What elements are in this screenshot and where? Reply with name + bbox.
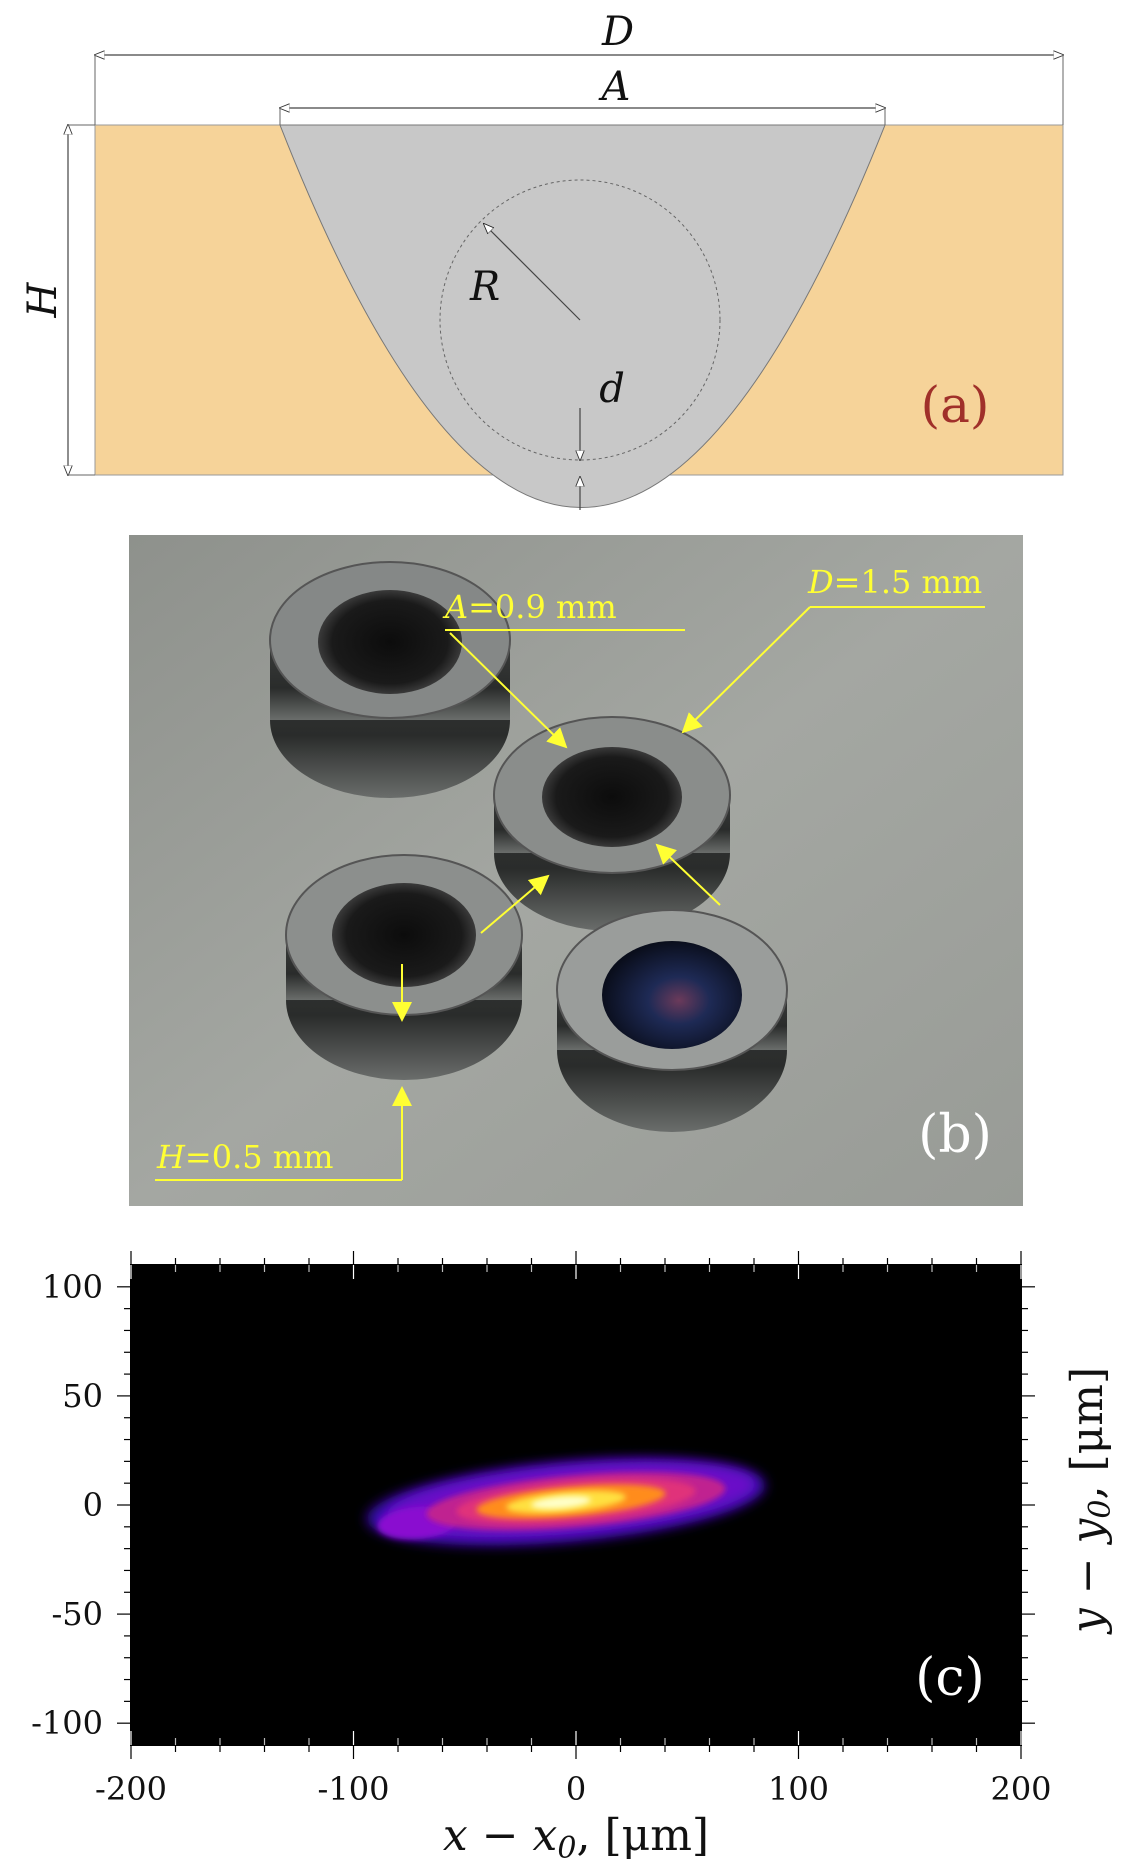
y-tick-label: 0: [83, 1486, 103, 1524]
y-tick-label: -50: [51, 1595, 103, 1633]
x-axis-label: x − x0, [μm]: [443, 1810, 709, 1866]
anno-A-value: =0.9 mm: [468, 588, 617, 626]
y-axis-label-main: y − y: [1062, 1517, 1113, 1635]
dim-A-label: A: [598, 64, 631, 110]
x-axis-label-sub: 0: [557, 1831, 576, 1866]
y-axis-label-sub: 0: [1083, 1499, 1118, 1518]
y-axis-label-unit: , [μm]: [1062, 1367, 1113, 1500]
spot-layer-8: [531, 1495, 591, 1509]
anno-H-value: =0.5 mm: [185, 1138, 334, 1176]
anno-A-inner-arrow-left: [480, 874, 550, 934]
anno-H-text: H=0.5 mm: [156, 1138, 333, 1176]
anno-D-text: D=1.5 mm: [807, 563, 982, 601]
x-tick-label: -100: [318, 1770, 390, 1808]
x-axis-label-main: x − x: [443, 1810, 558, 1861]
tick-labels: -200 -100 0 100 200 100 50 0 -50 -100: [31, 1268, 1051, 1808]
dim-d-label: d: [599, 366, 625, 412]
x-tick-label: 0: [566, 1770, 586, 1808]
x-axis-label-unit: , [μm]: [576, 1810, 709, 1861]
y-tick-label: 50: [62, 1377, 103, 1415]
disk-bottom-left: [285, 854, 523, 1080]
panel-b-label: (b): [918, 1105, 992, 1165]
anno-A-inner-arrow-right: [655, 843, 721, 906]
x-tick-label: 100: [768, 1770, 829, 1808]
anno-A-text: A=0.9 mm: [442, 588, 617, 626]
disk-top-right: [493, 716, 731, 931]
panel-c-label: (c): [915, 1648, 985, 1708]
anno-D-value: =1.5 mm: [834, 563, 983, 601]
anno-A-arrow: [449, 632, 568, 749]
anno-H-sym: H: [156, 1138, 186, 1176]
dim-H-label: H: [20, 281, 66, 318]
panel-a: D A H R d (a): [20, 9, 1063, 510]
y-axis-label: y − y0, [μm]: [1062, 1367, 1118, 1635]
x-tick-label: -200: [95, 1770, 167, 1808]
beam-spot: [366, 1458, 766, 1546]
y-tick-label: -100: [31, 1704, 103, 1742]
curvature-circle: [439, 179, 721, 461]
panel-b-annotations: [155, 606, 985, 1181]
dim-D-label: D: [601, 9, 634, 55]
anno-A-sym: A: [442, 588, 468, 626]
dim-R-label: R: [469, 264, 500, 310]
x-tick-label: 200: [990, 1770, 1051, 1808]
anno-D-arrow: [681, 606, 811, 734]
disk-bottom-right: [556, 909, 788, 1132]
y-tick-label: 100: [42, 1268, 103, 1306]
panel-a-label: (a): [921, 376, 990, 434]
radius-arrow: [484, 224, 581, 321]
tick-marks: [117, 1251, 1035, 1759]
panel-b: A=0.9 mm D=1.5 mm H=0.5 mm (b): [129, 535, 1023, 1206]
cavity: [279, 124, 886, 508]
anno-D-sym: D: [807, 563, 834, 601]
